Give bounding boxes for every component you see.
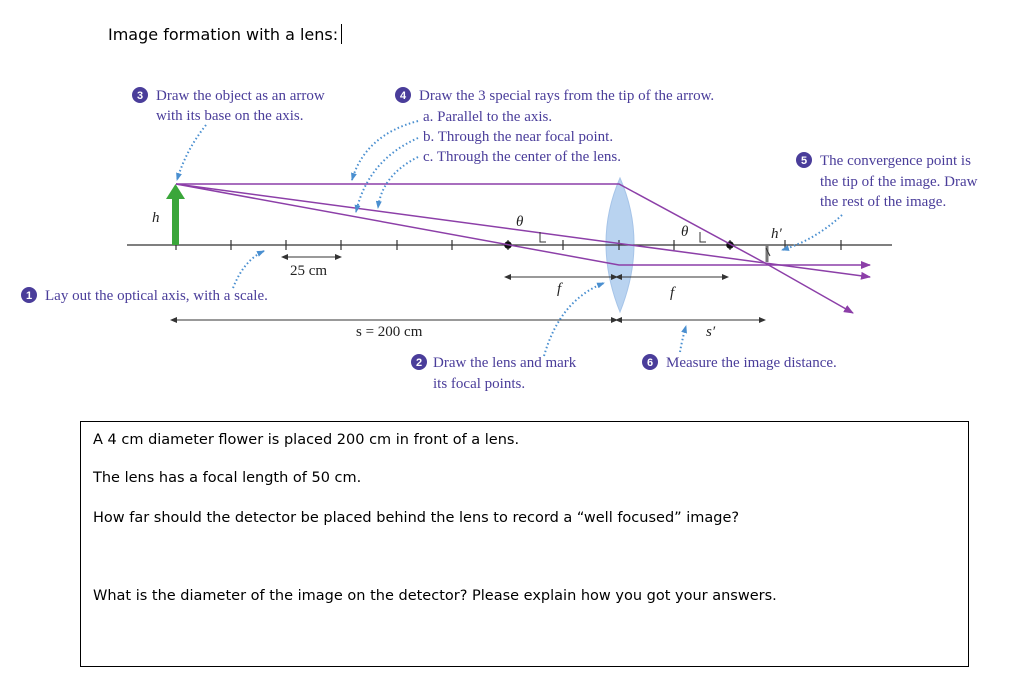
step-6-number: 6 bbox=[647, 357, 653, 369]
problem-box[interactable]: A 4 cm diameter flower is placed 200 cm … bbox=[80, 421, 969, 667]
text-caret bbox=[341, 24, 343, 44]
step-4-text-1: Draw the 3 special rays from the tip of … bbox=[419, 88, 714, 104]
step-1-badge bbox=[21, 287, 37, 303]
step-4-number: 4 bbox=[400, 90, 407, 102]
f-right-label: f bbox=[670, 285, 676, 301]
s-prime-label: s′ bbox=[706, 324, 716, 340]
h-label: h bbox=[152, 210, 160, 226]
object-arrow-shaft bbox=[172, 196, 179, 245]
step-5-text-3: the rest of the image. bbox=[820, 194, 946, 210]
step-4-ray-b: b. Through the near focal point. bbox=[423, 129, 613, 145]
step-3-text-1: Draw the object as an arrow bbox=[156, 88, 325, 104]
step-3-badge bbox=[132, 87, 148, 103]
angle-mark-right bbox=[699, 232, 706, 243]
rays bbox=[175, 183, 871, 314]
step-4-badge bbox=[395, 87, 411, 103]
lens-diagram: h h′ θ θ f f s′ s = 200 cm 25 cm 1 Lay o… bbox=[21, 87, 978, 392]
angle-mark-image bbox=[765, 247, 771, 257]
step-1-number: 1 bbox=[26, 290, 32, 302]
object-arrow-head bbox=[166, 184, 185, 199]
step-4-ray-c: c. Through the center of the lens. bbox=[423, 149, 621, 165]
theta-left-label: θ bbox=[516, 214, 524, 230]
page-title-text: Image formation with a lens: bbox=[108, 25, 339, 44]
step-2-text-1: Draw the lens and mark bbox=[433, 355, 577, 371]
step-6-text: Measure the image distance. bbox=[666, 355, 837, 371]
step-4-ray-a: a. Parallel to the axis. bbox=[423, 109, 552, 125]
page-title: Image formation with a lens: bbox=[108, 24, 343, 44]
problem-line-3: How far should the detector be placed be… bbox=[93, 510, 740, 526]
step-2-text-2: its focal points. bbox=[433, 376, 525, 392]
ray-center bbox=[175, 183, 871, 280]
h-prime-label: h′ bbox=[771, 226, 783, 242]
angle-mark-left bbox=[539, 232, 546, 243]
step-5-text-2: the tip of the image. Draw bbox=[820, 174, 978, 190]
step-5-text-1: The convergence point is bbox=[820, 153, 971, 169]
step-5-badge bbox=[796, 152, 812, 168]
step-2-number: 2 bbox=[416, 357, 422, 369]
s-label: s = 200 cm bbox=[356, 324, 423, 340]
ray-focal bbox=[175, 183, 871, 269]
step-3-text-2: with its base on the axis. bbox=[156, 108, 303, 124]
step-1-text: Lay out the optical axis, with a scale. bbox=[45, 288, 268, 304]
ray-parallel bbox=[176, 183, 854, 314]
theta-right-label: θ bbox=[681, 224, 689, 240]
step-2-badge bbox=[411, 354, 427, 370]
problem-line-4: What is the diameter of the image on the… bbox=[93, 588, 777, 604]
step-5-number: 5 bbox=[801, 155, 807, 167]
step-6-badge bbox=[642, 354, 658, 370]
scale-label: 25 cm bbox=[290, 263, 327, 279]
step-3-number: 3 bbox=[137, 90, 143, 102]
f-left-label: f bbox=[557, 281, 563, 297]
leader-arrows bbox=[176, 120, 843, 357]
problem-line-1: A 4 cm diameter flower is placed 200 cm … bbox=[93, 432, 520, 448]
problem-line-2: The lens has a focal length of 50 cm. bbox=[93, 470, 362, 486]
